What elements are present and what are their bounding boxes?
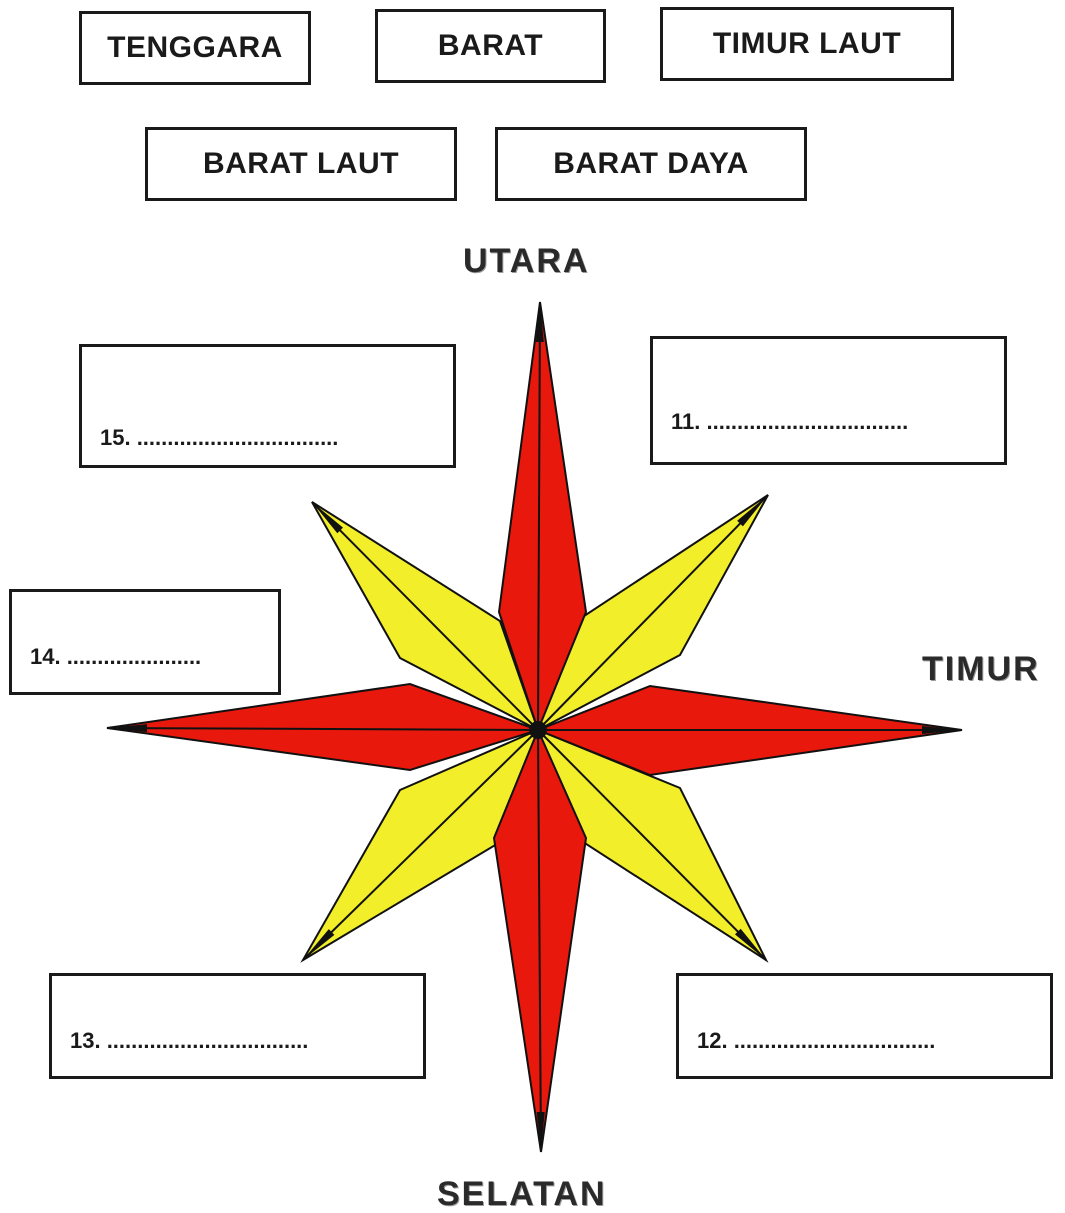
answer-15: 15. .................................	[100, 425, 338, 451]
answer-12: 12. .................................	[697, 1028, 935, 1054]
word-timur-laut[interactable]: TIMUR LAUT	[660, 7, 954, 81]
answer-box-14[interactable]: 14. ......................	[9, 589, 281, 695]
answer-box-15[interactable]: 15. .................................	[79, 344, 456, 468]
answer-13: 13. .................................	[70, 1028, 308, 1054]
answer-box-12[interactable]: 12. .................................	[676, 973, 1053, 1079]
word-timur-laut-label: TIMUR LAUT	[713, 27, 901, 61]
word-barat-label: BARAT	[438, 29, 543, 63]
answer-14: 14. ......................	[30, 644, 201, 670]
answer-box-11[interactable]: 11. .................................	[650, 336, 1007, 465]
word-barat-laut[interactable]: BARAT LAUT	[145, 127, 457, 201]
word-barat[interactable]: BARAT	[375, 9, 606, 83]
compass-center	[529, 721, 547, 739]
word-barat-daya-label: BARAT DAYA	[553, 147, 749, 181]
word-tenggara-label: TENGGARA	[107, 31, 283, 65]
answer-box-13[interactable]: 13. .................................	[49, 973, 426, 1079]
word-barat-daya[interactable]: BARAT DAYA	[495, 127, 807, 201]
word-tenggara[interactable]: TENGGARA	[79, 11, 311, 85]
answer-11: 11. .................................	[671, 409, 908, 435]
label-selatan: SELATAN	[437, 1175, 607, 1213]
label-timur: TIMUR	[922, 650, 1040, 689]
label-utara: UTARA	[463, 242, 589, 281]
word-barat-laut-label: BARAT LAUT	[203, 147, 399, 181]
